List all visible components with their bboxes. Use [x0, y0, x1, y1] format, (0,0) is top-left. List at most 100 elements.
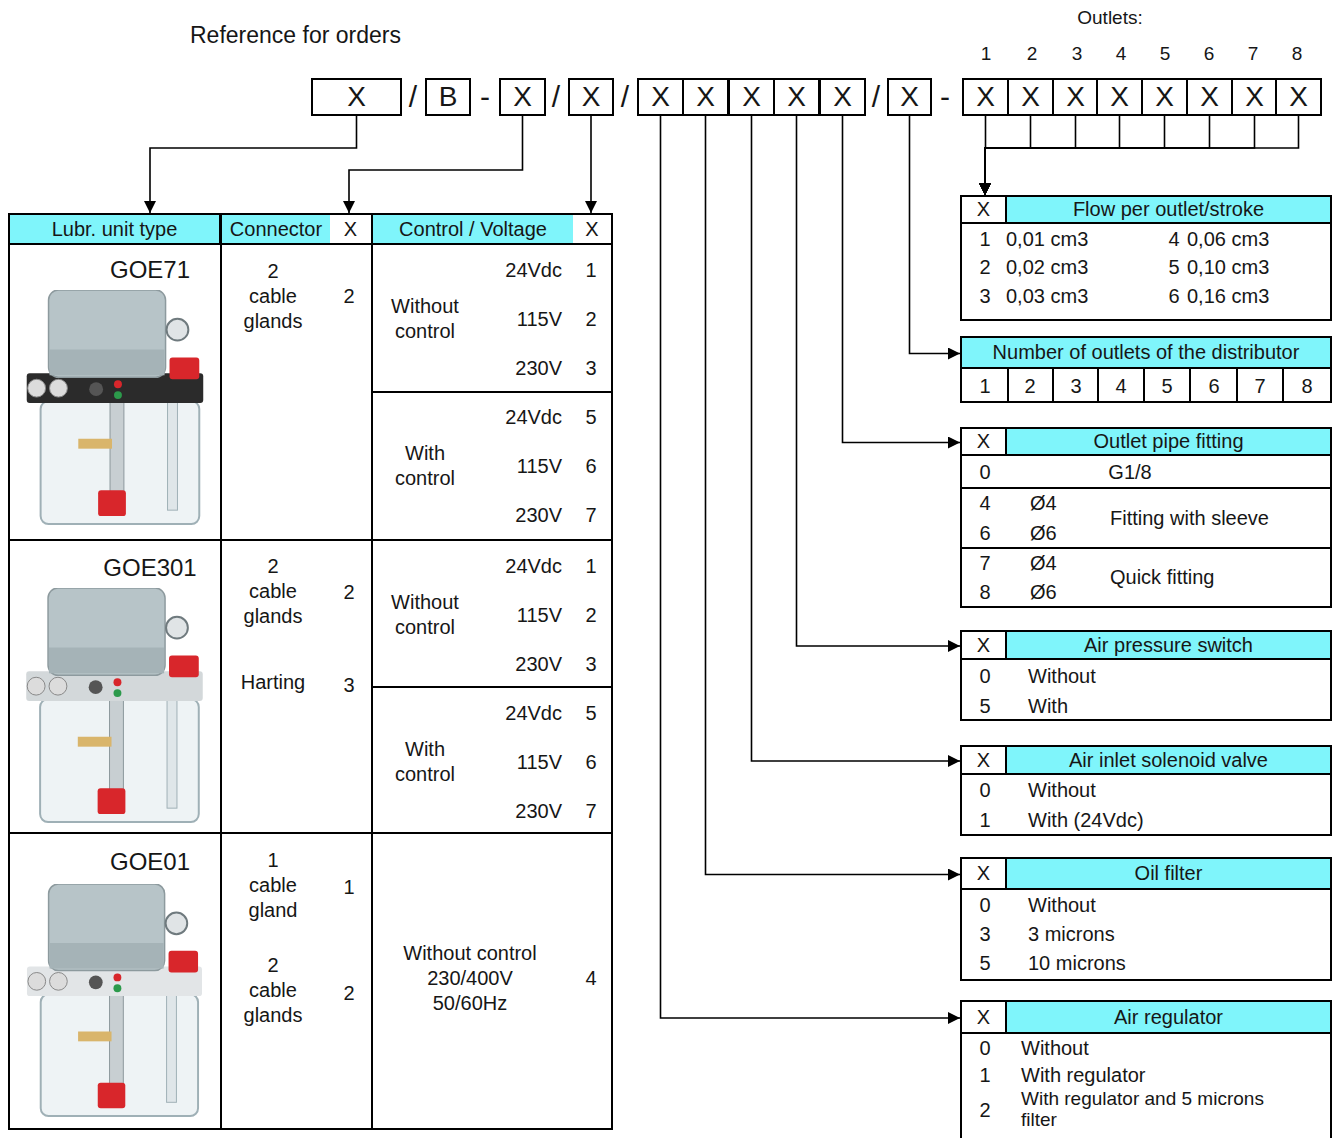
code-value: 3	[979, 922, 990, 947]
option-text: With	[1028, 694, 1068, 719]
option-text: Without	[1028, 778, 1096, 803]
option-text: G1/8	[1108, 460, 1151, 485]
page-title: Reference for orders	[190, 22, 401, 49]
code-letter: X	[833, 81, 852, 113]
option-table-header: XAir inlet solenoid valve	[962, 747, 1330, 775]
control-cell: Without control	[391, 590, 459, 640]
code-value: 4	[585, 966, 596, 991]
option-text: 0,01 cm3	[1006, 227, 1088, 252]
code-value: 1	[585, 258, 596, 283]
unit-type-name: GOE301	[103, 553, 196, 583]
option-table-header: XAir regulator	[962, 1002, 1330, 1034]
option-table-header: XOil filter	[962, 859, 1330, 890]
leader-arrow	[985, 116, 1255, 195]
code-value: 1	[585, 554, 596, 579]
code-value: 1	[343, 875, 354, 900]
code-position-box: X	[962, 78, 1009, 116]
column-key: X	[330, 215, 371, 243]
code-value: 7	[585, 799, 596, 824]
code-value: 0	[979, 778, 990, 803]
table-rule	[1282, 369, 1284, 402]
leader-arrow	[349, 116, 523, 213]
code-position-box: X	[1007, 78, 1054, 116]
option-table: Number of outlets of the distributor	[960, 336, 1332, 403]
code-value: 4	[1168, 227, 1179, 252]
option-table-header: XFlow per outlet/stroke	[962, 197, 1330, 224]
table-rule	[1097, 369, 1099, 402]
code-value: 5	[979, 951, 990, 976]
table-rule	[371, 213, 373, 1130]
code-letter: B	[439, 81, 458, 113]
connector-cell: 2 cable glands	[244, 259, 303, 334]
leader-arrow	[150, 116, 357, 213]
code-value: 5	[585, 701, 596, 726]
code-separator: /	[872, 78, 880, 116]
voltage-cell: 115V	[517, 603, 562, 628]
code-value: 1	[979, 1063, 990, 1088]
option-text: Quick fitting	[1110, 565, 1214, 590]
code-letter: X	[513, 81, 532, 113]
option-text: Fitting with sleeve	[1110, 506, 1269, 531]
connector-cell: Harting	[241, 670, 305, 695]
table-heading: Outlet pipe fitting	[1007, 429, 1330, 454]
code-value: 6	[585, 750, 596, 775]
code-separator: /	[621, 78, 629, 116]
code-value: 3	[1070, 374, 1081, 399]
code-separator: -	[480, 78, 490, 116]
voltage-cell: 230V	[515, 503, 562, 528]
voltage-cell: 230V	[515, 799, 562, 824]
code-position-box: X	[1275, 78, 1322, 116]
code-letter: X	[1110, 81, 1129, 113]
option-text: Ø6	[1030, 580, 1057, 605]
code-value: 4	[1115, 374, 1126, 399]
outlet-number: 6	[1204, 42, 1215, 66]
connector-cell: 2 cable glands	[244, 554, 303, 629]
voltage-cell: 24Vdc	[505, 258, 562, 283]
outlets-caption: Outlets:	[1077, 6, 1142, 30]
outlet-number: 5	[1160, 42, 1171, 66]
left-table-grid	[8, 213, 613, 1130]
leader-arrow	[985, 116, 1165, 195]
table-rule	[1236, 369, 1238, 402]
leader-arrow	[752, 116, 961, 761]
code-value: 0	[979, 664, 990, 689]
code-value: 2	[585, 603, 596, 628]
code-value: 8	[979, 580, 990, 605]
lubrication-unit-picture	[26, 588, 203, 822]
option-text: Without	[1021, 1036, 1089, 1061]
leader-arrow	[706, 116, 961, 875]
table-header-cell: Lubr. unit type	[8, 213, 221, 245]
table-rule	[960, 487, 1332, 489]
table-rule	[372, 686, 613, 688]
table-rule	[8, 539, 613, 541]
table-header-cell: ConnectorX	[220, 213, 373, 245]
table-heading: Air regulator	[1007, 1002, 1330, 1032]
leader-arrow	[985, 116, 1210, 195]
code-letter: X	[1155, 81, 1174, 113]
code-position-box: X	[568, 78, 614, 116]
code-letter: X	[1021, 81, 1040, 113]
column-key: X	[962, 1002, 1007, 1032]
code-value: 5	[1168, 255, 1179, 280]
option-text: 0,02 cm3	[1006, 255, 1088, 280]
code-value: 2	[1024, 374, 1035, 399]
option-text: Ø4	[1030, 551, 1057, 576]
lubrication-unit-picture	[27, 290, 204, 524]
code-letter: X	[787, 81, 806, 113]
table-header-cell: Control / VoltageX	[371, 213, 613, 245]
code-value: 5	[585, 405, 596, 430]
code-value: 2	[979, 1098, 990, 1123]
leader-arrow	[985, 116, 1120, 195]
column-key: X	[962, 429, 1007, 454]
code-value: 3	[585, 356, 596, 381]
code-value: 2	[585, 307, 596, 332]
code-letter: X	[742, 81, 761, 113]
code-value: 3	[979, 284, 990, 309]
code-letter: X	[347, 81, 366, 113]
control-cell: Without control	[391, 294, 459, 344]
column-key: X	[962, 632, 1007, 658]
table-heading: Air pressure switch	[1007, 632, 1330, 658]
code-value: 7	[585, 503, 596, 528]
table-heading: Oil filter	[1007, 859, 1330, 888]
connector-cell: 2 cable glands	[244, 953, 303, 1028]
